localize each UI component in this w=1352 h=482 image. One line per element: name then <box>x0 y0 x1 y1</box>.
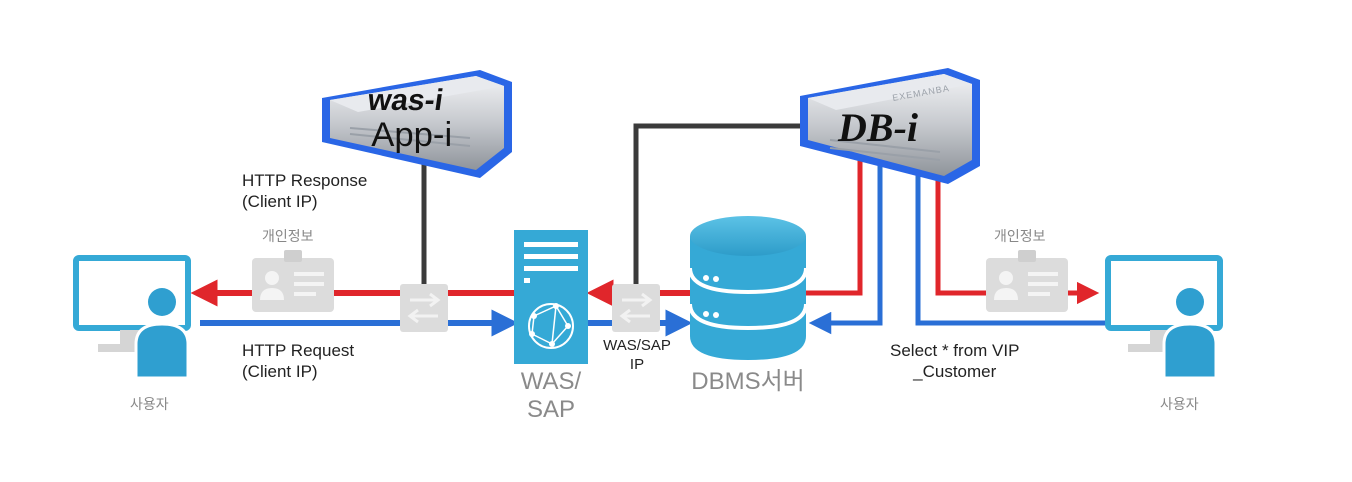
id-card-right-icon <box>986 250 1068 312</box>
blue-from-right-user <box>915 160 1108 326</box>
user-right-icon <box>1105 255 1223 380</box>
user-left-label: 사용자 <box>130 396 169 412</box>
privacy-right-label: 개인정보 <box>994 228 1046 244</box>
switch-mid-icon <box>612 284 660 332</box>
switch-left-icon <box>400 284 448 332</box>
user-left-icon <box>73 255 191 380</box>
dbms-database-icon <box>688 216 808 360</box>
privacy-left-label: 개인정보 <box>262 228 314 244</box>
query-label: Select * from VIP _Customer <box>890 341 1020 381</box>
db-agent-link <box>633 123 812 284</box>
db-agent-server <box>800 68 980 184</box>
was-sap-ip-label: WAS/SAP IP <box>603 337 671 373</box>
http-response-label: HTTP Response (Client IP) <box>242 171 368 211</box>
was-agent-brand: was-i <box>365 84 446 117</box>
db-red-out <box>806 155 863 296</box>
user-right-label: 사용자 <box>1160 396 1199 412</box>
was-sap-server-icon <box>514 230 588 364</box>
was-agent-server <box>322 70 512 178</box>
dbms-label: DBMS서버 <box>691 368 805 395</box>
id-card-left-icon <box>252 250 334 312</box>
was-sap-label: WAS/ SAP <box>520 368 582 423</box>
db-agent-brand: DB-i <box>838 105 918 150</box>
was-agent-product: App-i <box>371 116 453 154</box>
http-request-label: HTTP Request (Client IP) <box>242 341 355 381</box>
db-blue-in <box>808 160 883 335</box>
